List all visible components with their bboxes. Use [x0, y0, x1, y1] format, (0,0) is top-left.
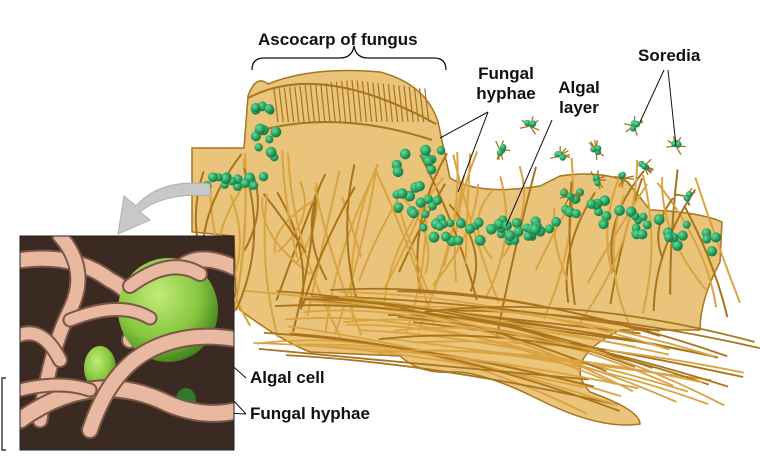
- algal-cell-dot: [397, 188, 408, 199]
- algal-cell-dot: [437, 146, 446, 155]
- algal-cell-dot: [600, 221, 608, 229]
- label-algal-layer-line1: Algal: [544, 78, 614, 98]
- soredium-alga: [567, 193, 573, 199]
- algal-cell-dot: [654, 214, 665, 225]
- soredium-alga: [595, 145, 601, 151]
- algal-cell-dot: [456, 218, 466, 228]
- soredium-alga: [500, 144, 506, 150]
- soredium-alga: [530, 120, 536, 126]
- algal-cell-dot: [423, 156, 433, 166]
- label-algal-cell: Algal cell: [250, 368, 325, 388]
- label-soredia: Soredia: [638, 46, 700, 66]
- algal-cell-dot: [435, 222, 444, 231]
- algal-cell-dot: [512, 218, 522, 228]
- label-fungal-hyphae-bottom: Fungal hyphae: [250, 404, 370, 424]
- soredium-alga: [686, 191, 692, 197]
- algal-cell-dot: [572, 209, 581, 218]
- label-algal-layer: Algal layer: [544, 78, 614, 118]
- soredium: [638, 159, 653, 175]
- soredium: [520, 117, 539, 135]
- algal-cell-dot: [400, 149, 411, 160]
- algal-cell-dot: [530, 224, 541, 235]
- algal-cell-dot: [587, 199, 597, 209]
- algal-cell-dot: [664, 233, 673, 242]
- label-fungal-hyphae-top-line2: hyphae: [456, 84, 556, 104]
- algal-cell-dot: [441, 232, 451, 242]
- soredium-hypha: [496, 141, 500, 150]
- scale-bar: [2, 378, 6, 450]
- algal-cell-dot: [711, 232, 721, 242]
- micro-hypha: [20, 385, 90, 390]
- sem-micrograph: [10, 236, 240, 450]
- soredium: [624, 116, 643, 136]
- algal-cell-dot: [265, 135, 273, 143]
- algal-cell-dot: [502, 221, 512, 231]
- algal-cell-dot: [643, 220, 652, 229]
- algal-cell-dot: [240, 179, 249, 188]
- algal-cell-dot: [208, 172, 218, 182]
- soredium-alga: [641, 163, 647, 169]
- algal-cell-dot: [702, 235, 711, 244]
- algal-cell-dot: [270, 126, 281, 137]
- algal-cell-dot: [474, 218, 484, 228]
- soredium: [676, 188, 695, 205]
- soredium: [550, 146, 570, 161]
- label-fungal-hyphae-top-line1: Fungal: [456, 64, 556, 84]
- algal-cell-dot: [266, 147, 277, 158]
- label-algal-layer-line2: layer: [544, 98, 614, 118]
- algal-cell-dot: [393, 166, 404, 177]
- algal-cell-dot: [420, 145, 431, 156]
- algal-cell-dot: [626, 207, 636, 217]
- algal-cell-dot: [255, 124, 266, 135]
- soredium-alga: [560, 154, 566, 160]
- algal-cell-dot: [683, 221, 691, 229]
- algal-cell-dot: [415, 181, 425, 191]
- algal-cell-dot: [428, 202, 437, 211]
- algal-cell-dot: [264, 104, 273, 113]
- soredium: [589, 140, 604, 160]
- algal-cell-dot: [408, 208, 418, 218]
- algal-cell-dot: [639, 213, 647, 221]
- soredium-hypha: [520, 126, 530, 128]
- algal-cell-dot: [707, 246, 717, 256]
- algal-cell-dot: [255, 143, 263, 151]
- algal-cell-dot: [251, 103, 260, 112]
- algal-cell-dot: [428, 232, 439, 243]
- algal-cell-dot: [678, 230, 688, 240]
- label-fungal-hyphae-top: Fungal hyphae: [456, 64, 556, 104]
- algal-cell-dot: [465, 224, 475, 234]
- soredium-alga: [497, 150, 503, 156]
- algal-cell-dot: [551, 217, 561, 227]
- algal-cell-dot: [454, 236, 464, 246]
- algal-cell-dot: [419, 224, 427, 232]
- algal-cell-dot: [250, 181, 258, 189]
- algal-cell-dot: [637, 229, 647, 239]
- algal-cell-dot: [394, 202, 404, 212]
- algal-cell-dot: [421, 210, 429, 218]
- algal-cell-dot: [545, 224, 554, 233]
- label-ascocarp: Ascocarp of fungus: [258, 30, 418, 50]
- algal-cell-dot: [614, 205, 625, 216]
- soredium: [496, 141, 510, 160]
- algal-cell-dot: [475, 235, 486, 246]
- soredium-alga: [634, 121, 640, 127]
- soredium-alga: [594, 180, 600, 186]
- algal-cell-dot: [514, 227, 524, 237]
- algal-cell-dot: [259, 172, 269, 182]
- soredium-alga: [620, 172, 626, 178]
